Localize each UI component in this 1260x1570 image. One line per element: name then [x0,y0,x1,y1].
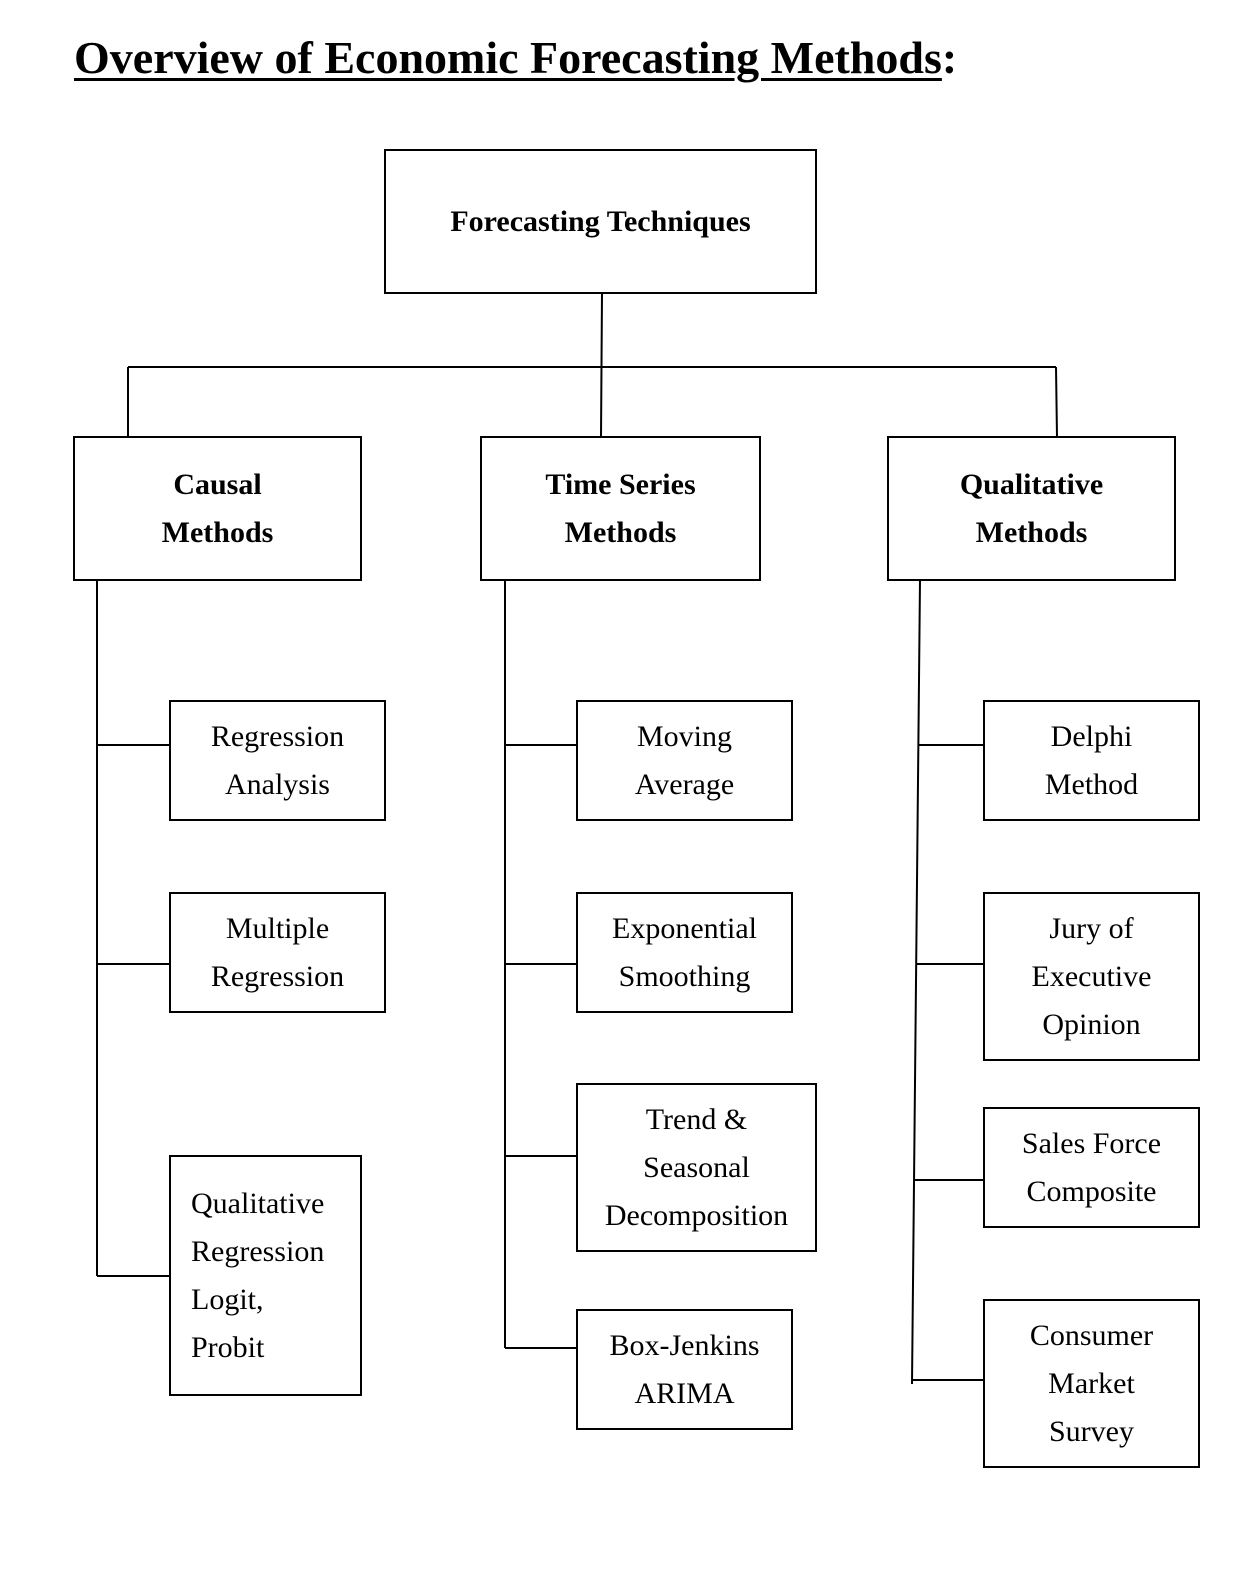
page-title: Overview of Economic Forecasting Methods… [74,28,957,88]
title-colon: : [941,32,958,83]
method-multiple-regression: Multiple Regression [169,892,386,1013]
method-label: Qualitative Regression Logit, Probit [191,1186,325,1364]
method-jury-executive-opinion: Jury of Executive Opinion [983,892,1200,1061]
method-trend-seasonal-decomposition: Trend & Seasonal Decomposition [576,1083,817,1252]
method-label: Sales Force Composite [1021,1126,1162,1208]
root-node: Forecasting Techniques [384,149,817,294]
method-regression-analysis: Regression Analysis [169,700,386,821]
method-exponential-smoothing: Exponential Smoothing [576,892,793,1013]
connector-root-down [600,292,603,438]
connector-bus-right [1055,366,1058,438]
method-label: Moving Average [634,719,735,801]
category-label: Causal Methods [161,467,274,549]
method-sales-force-composite: Sales Force Composite [983,1107,1200,1228]
category-time-series: Time Series Methods [480,436,761,581]
method-label: Trend & Seasonal Decomposition [604,1102,789,1232]
method-moving-average: Moving Average [576,700,793,821]
category-label: Qualitative Methods [959,467,1104,549]
category-label: Time Series Methods [545,467,696,549]
title-text: Overview of Economic Forecasting Methods [74,32,942,83]
root-label: Forecasting Techniques [450,204,751,238]
method-label: Regression Analysis [210,719,345,801]
method-label: Delphi Method [1044,719,1139,801]
method-label: Consumer Market Survey [1029,1318,1154,1448]
category-causal: Causal Methods [73,436,362,581]
method-label: Box-Jenkins ARIMA [609,1328,760,1410]
method-qualitative-regression: Qualitative Regression Logit, Probit [169,1155,362,1396]
method-label: Exponential Smoothing [612,911,757,993]
method-consumer-market-survey: Consumer Market Survey [983,1299,1200,1468]
connector-qual-spine [911,579,921,1385]
method-delphi: Delphi Method [983,700,1200,821]
method-box-jenkins-arima: Box-Jenkins ARIMA [576,1309,793,1430]
method-label: Jury of Executive Opinion [1031,911,1152,1041]
category-qualitative: Qualitative Methods [887,436,1176,581]
method-label: Multiple Regression [210,911,345,993]
